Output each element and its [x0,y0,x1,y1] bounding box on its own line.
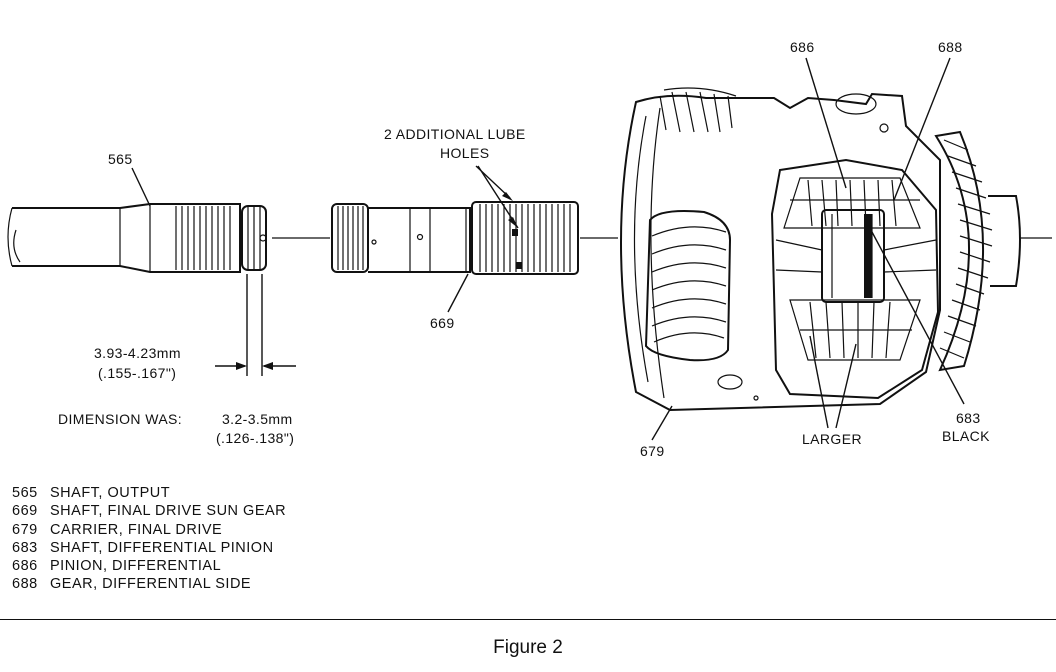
lube-hole-leaders [475,165,519,229]
callout-679: 679 [640,443,665,459]
leader-683 [871,231,965,405]
legend-item: 679 CARRIER, FINAL DRIVE [12,521,286,539]
callout-688: 688 [938,39,963,55]
pinion-shaft-683 [821,209,885,303]
legend-item: 683 SHAFT, DIFFERENTIAL PINION [12,539,286,557]
legend-description: PINION, DIFFERENTIAL [50,558,222,575]
callout-686: 686 [790,39,815,55]
legend-description: CARRIER, FINAL DRIVE [50,521,223,538]
figure-caption: Figure 2 [493,637,563,658]
sun-gear-shaft-669 [331,201,579,275]
differential-window [770,158,940,400]
legend-item: 669 SHAFT, FINAL DRIVE SUN GEAR [12,502,286,520]
carrier-top-teeth [659,87,737,133]
legend-item: 565 SHAFT, OUTPUT [12,484,286,502]
callout-lube-line2: HOLES [440,145,489,161]
output-shaft-splines [175,206,231,270]
carrier-planet-window [644,210,732,362]
dimension-new-inch: (.155-.167") [98,365,176,381]
separator-rule [0,619,1056,620]
dimension-old-label: DIMENSION WAS: [58,411,182,427]
leader-larger-a [809,335,829,429]
leader-669 [447,273,469,313]
legend-item: 686 PINION, DIFFERENTIAL [12,557,286,575]
legend-number: 686 [12,558,38,575]
leader-679 [651,405,673,441]
differential-pinion-686 [789,299,921,361]
final-drive-carrier-679 [620,87,1021,412]
leader-larger-b [835,343,857,429]
legend-description: SHAFT, FINAL DRIVE SUN GEAR [50,503,287,520]
legend-number: 683 [12,539,38,556]
callout-669: 669 [430,315,455,331]
callout-lube-line1: 2 ADDITIONAL LUBE [384,126,526,142]
legend-description: SHAFT, OUTPUT [50,485,171,501]
legend-description: GEAR, DIFFERENTIAL SIDE [50,576,252,593]
callout-black: BLACK [942,428,990,444]
sun-gear-splines-right [479,204,571,272]
legend-number: 688 [12,576,38,593]
leader-688 [893,57,951,201]
legend-number: 565 [12,485,38,501]
dimension-old-inch: (.126-.138") [216,430,294,446]
callout-larger: LARGER [802,431,862,447]
legend-item: 688 GEAR, DIFFERENTIAL SIDE [12,575,286,593]
callout-565: 565 [108,151,133,167]
legend-number: 669 [12,503,38,520]
differential-side-gear-688 [783,177,921,229]
dimension-marker [215,274,296,376]
dimension-new-mm: 3.93-4.23mm [94,345,181,361]
legend-description: SHAFT, DIFFERENTIAL PINION [50,539,274,556]
callout-683: 683 [956,410,981,426]
legend-number: 679 [12,521,38,538]
sun-gear-splines-left [337,206,364,270]
carrier-callout-leaders [651,57,965,441]
ring-gear [934,130,1021,372]
parts-legend: 565 SHAFT, OUTPUT 669 SHAFT, FINAL DRIVE S… [12,484,286,594]
dimension-old-mm: 3.2-3.5mm [222,411,293,427]
leader-565 [131,167,151,207]
output-shaft-565 [7,203,267,273]
leader-686 [805,57,847,189]
